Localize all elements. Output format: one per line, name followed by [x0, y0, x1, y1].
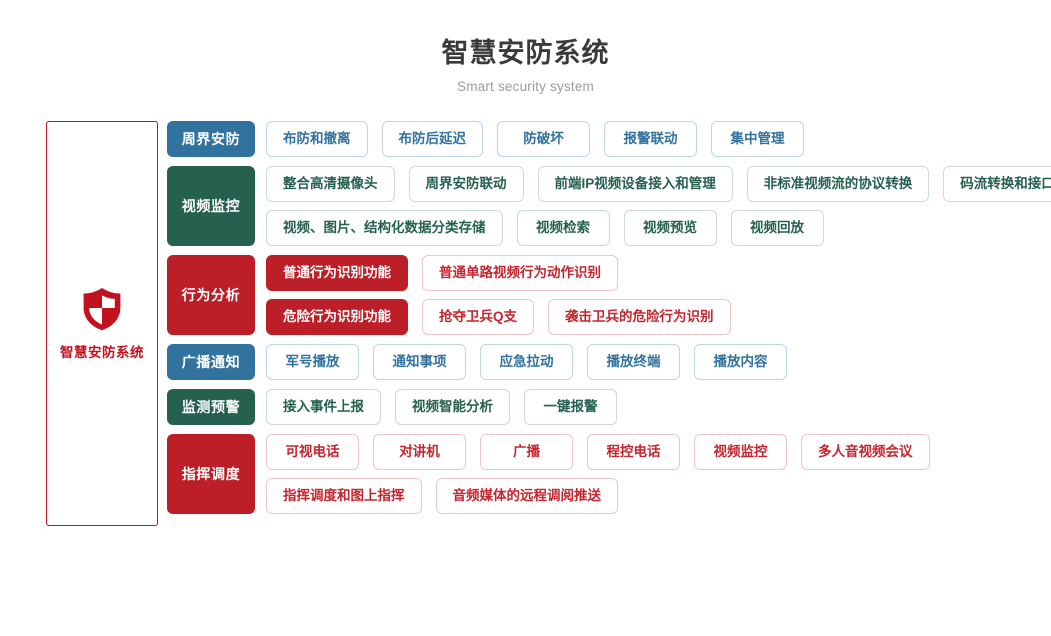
feature-chip[interactable]: 袭击卫兵的危险行为识别	[548, 299, 731, 336]
feature-chip[interactable]: 视频监控	[694, 434, 787, 471]
feature-chip[interactable]: 前端IP视频设备接入和管理	[537, 166, 733, 203]
page-header: 智慧安防系统 Smart security system	[0, 0, 1051, 94]
feature-chip[interactable]: 多人音视频会议	[801, 434, 930, 471]
category-block[interactable]: 周界安防	[167, 121, 255, 158]
diagram-content: 智慧安防系统 周界安防布防和撤离布防后延迟防破坏报警联动集中管理视频监控整合高清…	[0, 94, 1051, 527]
item-line: 危险行为识别功能抢夺卫兵Q支袭击卫兵的危险行为识别	[266, 299, 731, 336]
category-items: 接入事件上报视频智能分析一键报警	[266, 389, 617, 426]
feature-chip[interactable]: 播放终端	[587, 344, 680, 381]
feature-chip[interactable]: 集中管理	[711, 121, 804, 158]
category-row: 指挥调度可视电话对讲机广播程控电话视频监控多人音视频会议指挥调度和图上指挥音频媒…	[167, 434, 1051, 515]
category-items: 普通行为识别功能普通单路视频行为动作识别危险行为识别功能抢夺卫兵Q支袭击卫兵的危…	[266, 255, 731, 336]
item-line: 军号播放通知事项应急拉动播放终端播放内容	[266, 344, 787, 381]
feature-chip[interactable]: 布防后延迟	[381, 121, 483, 158]
feature-chip[interactable]: 接入事件上报	[266, 389, 381, 426]
feature-chip[interactable]: 视频检索	[516, 210, 610, 247]
category-block[interactable]: 监测预警	[167, 389, 255, 426]
feature-chip[interactable]: 一键报警	[524, 389, 617, 426]
feature-chip[interactable]: 程控电话	[587, 434, 680, 471]
category-block[interactable]: 视频监控	[167, 166, 255, 247]
feature-chip[interactable]: 应急拉动	[480, 344, 573, 381]
feature-chip[interactable]: 可视电话	[266, 434, 359, 471]
category-block[interactable]: 指挥调度	[167, 434, 255, 515]
feature-chip[interactable]: 防破坏	[497, 121, 590, 158]
item-line: 普通行为识别功能普通单路视频行为动作识别	[266, 255, 731, 292]
feature-chip[interactable]: 指挥调度和图上指挥	[266, 478, 422, 515]
feature-chip[interactable]: 抢夺卫兵Q支	[422, 299, 535, 336]
category-block[interactable]: 广播通知	[167, 344, 255, 381]
subcategory-chip[interactable]: 危险行为识别功能	[266, 299, 408, 336]
subcategory-chip[interactable]: 普通行为识别功能	[266, 255, 408, 292]
feature-chip[interactable]: 普通单路视频行为动作识别	[422, 255, 618, 292]
feature-chip[interactable]: 布防和撤离	[266, 121, 368, 158]
feature-chip[interactable]: 码流转换和接口转换	[943, 166, 1051, 203]
feature-chip[interactable]: 视频预览	[623, 210, 717, 247]
feature-chip[interactable]: 整合高清摄像头	[266, 166, 395, 203]
category-row: 监测预警接入事件上报视频智能分析一键报警	[167, 389, 1051, 426]
brand-panel: 智慧安防系统	[46, 121, 158, 527]
feature-chip[interactable]: 非标准视频流的协议转换	[746, 166, 930, 203]
feature-chip[interactable]: 音频媒体的远程调阅推送	[435, 478, 618, 515]
feature-chip[interactable]: 军号播放	[266, 344, 359, 381]
category-row: 行为分析普通行为识别功能普通单路视频行为动作识别危险行为识别功能抢夺卫兵Q支袭击…	[167, 255, 1051, 336]
feature-chip[interactable]: 视频智能分析	[395, 389, 510, 426]
category-block[interactable]: 行为分析	[167, 255, 255, 336]
feature-chip[interactable]: 报警联动	[604, 121, 697, 158]
brand-label: 智慧安防系统	[60, 345, 144, 361]
category-rows: 周界安防布防和撤离布防后延迟防破坏报警联动集中管理视频监控整合高清摄像头周界安防…	[167, 121, 1051, 515]
feature-chip[interactable]: 视频回放	[730, 210, 824, 247]
feature-chip[interactable]: 播放内容	[694, 344, 787, 381]
item-line: 指挥调度和图上指挥音频媒体的远程调阅推送	[266, 478, 930, 515]
feature-chip[interactable]: 周界安防联动	[408, 166, 524, 203]
page-subtitle: Smart security system	[457, 79, 594, 95]
item-line: 整合高清摄像头周界安防联动前端IP视频设备接入和管理非标准视频流的协议转换码流转…	[266, 166, 1051, 203]
item-line: 接入事件上报视频智能分析一键报警	[266, 389, 617, 426]
category-row: 视频监控整合高清摄像头周界安防联动前端IP视频设备接入和管理非标准视频流的协议转…	[167, 166, 1051, 247]
item-line: 可视电话对讲机广播程控电话视频监控多人音视频会议	[266, 434, 930, 471]
category-row: 广播通知军号播放通知事项应急拉动播放终端播放内容	[167, 344, 1051, 381]
category-items: 布防和撤离布防后延迟防破坏报警联动集中管理	[266, 121, 804, 158]
category-items: 军号播放通知事项应急拉动播放终端播放内容	[266, 344, 787, 381]
feature-chip[interactable]: 对讲机	[373, 434, 466, 471]
feature-chip[interactable]: 视频、图片、结构化数据分类存储	[266, 210, 503, 247]
feature-chip[interactable]: 通知事项	[373, 344, 466, 381]
shield-icon	[81, 286, 123, 332]
item-line: 视频、图片、结构化数据分类存储视频检索视频预览视频回放	[266, 210, 1051, 247]
category-items: 整合高清摄像头周界安防联动前端IP视频设备接入和管理非标准视频流的协议转换码流转…	[266, 166, 1051, 247]
category-row: 周界安防布防和撤离布防后延迟防破坏报警联动集中管理	[167, 121, 1051, 158]
item-line: 布防和撤离布防后延迟防破坏报警联动集中管理	[266, 121, 804, 158]
page-title: 智慧安防系统	[441, 38, 610, 68]
category-items: 可视电话对讲机广播程控电话视频监控多人音视频会议指挥调度和图上指挥音频媒体的远程…	[266, 434, 930, 515]
feature-chip[interactable]: 广播	[480, 434, 573, 471]
